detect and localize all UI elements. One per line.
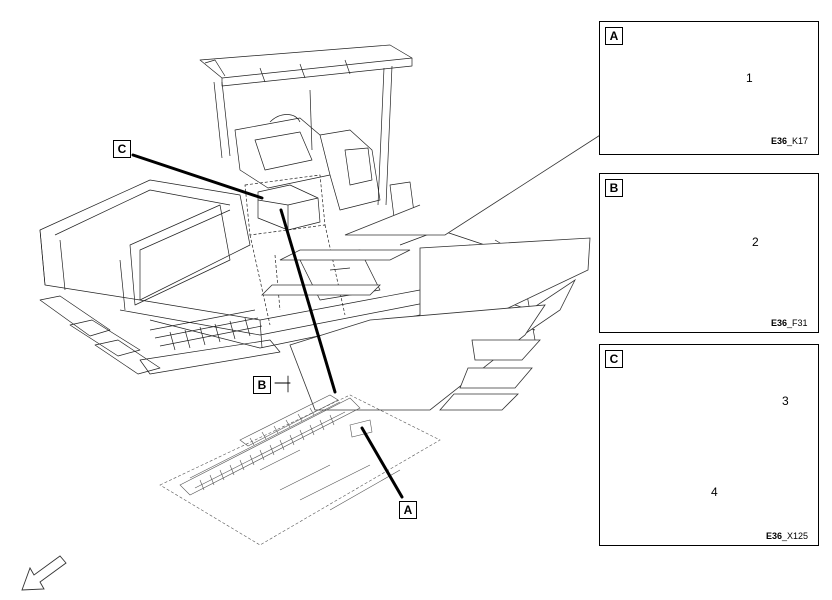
detail-panel-b: B 2 E36_F31 xyxy=(599,173,819,333)
panel-a-label: A xyxy=(605,27,623,45)
panel-a-ref-main: E36 xyxy=(771,136,788,146)
item-number-4: 4 xyxy=(711,485,718,499)
panel-b-label: B xyxy=(605,179,623,197)
panel-a-ref-sub: _K17 xyxy=(787,136,809,146)
item-number-1: 1 xyxy=(746,71,753,85)
panel-c-reference: E36_X125 xyxy=(766,531,808,541)
detail-panel-c: C 3 4 E36_X125 xyxy=(599,344,819,546)
panel-b-reference: E36_F31 xyxy=(771,318,808,328)
panel-c-ref-main: E36 xyxy=(766,531,783,541)
panel-b-ref-sub: _F31 xyxy=(787,318,808,328)
item-number-2: 2 xyxy=(752,235,759,249)
callout-c-label: C xyxy=(113,140,131,158)
panel-c-label: C xyxy=(605,350,623,368)
panel-c-ref-sub: _X125 xyxy=(782,531,809,541)
panel-b-ref-main: E36 xyxy=(771,318,788,328)
callout-a-label: A xyxy=(399,501,417,519)
callout-b-label: B xyxy=(253,376,271,394)
item-number-3: 3 xyxy=(782,394,789,408)
detail-panel-a: A 1 E36_K17 xyxy=(599,21,819,155)
north-arrow-icon xyxy=(21,555,67,591)
panel-a-reference: E36_K17 xyxy=(771,136,808,146)
